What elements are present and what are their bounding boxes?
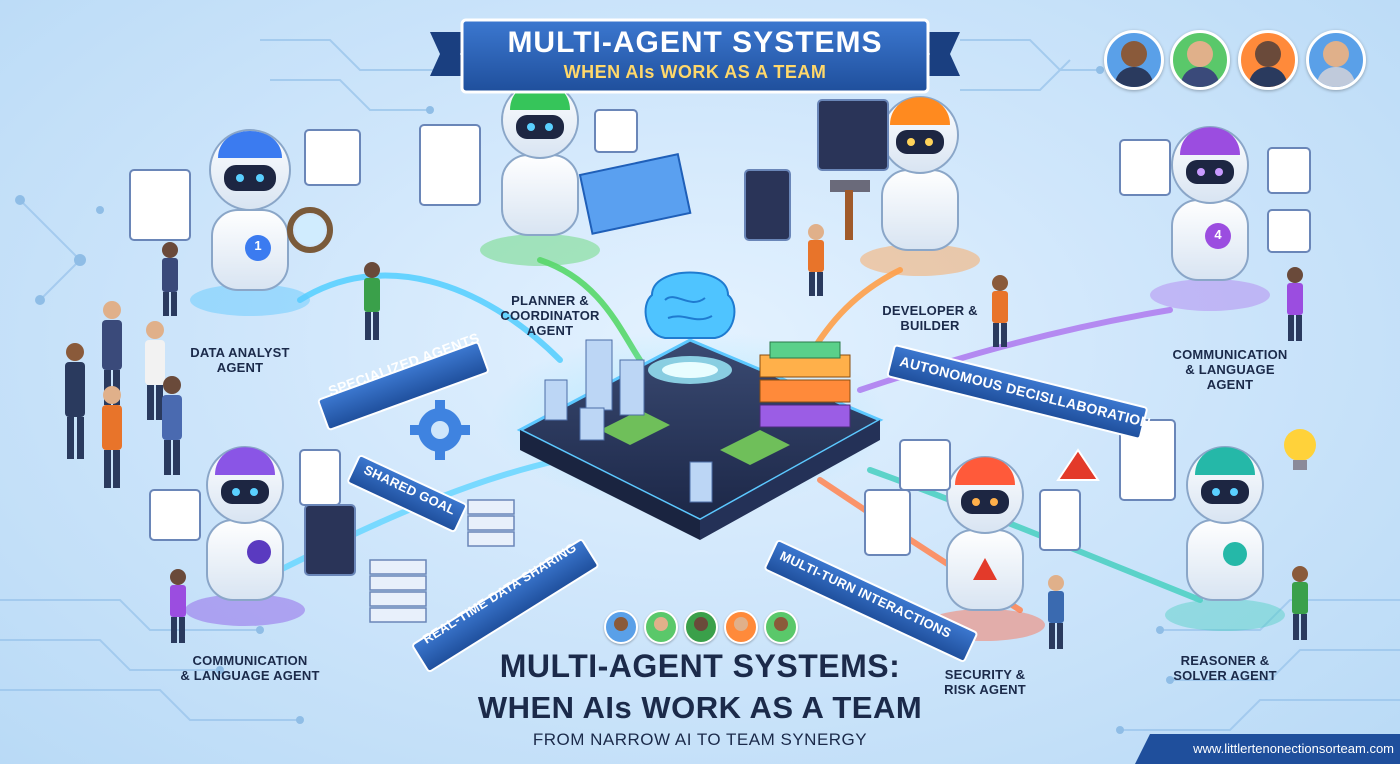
badge-4: 4 xyxy=(1214,227,1222,242)
avatar-4 xyxy=(1306,30,1366,90)
mini-avatar-2 xyxy=(644,610,678,644)
label-line: AGENT xyxy=(216,359,264,375)
label-line: COMMUNICATION xyxy=(192,653,308,668)
label-line: RISK AGENT xyxy=(944,681,1026,697)
url-bar xyxy=(1135,734,1400,764)
footer-title-line2: WHEN AIs WORK AS A TEAM xyxy=(477,690,923,725)
label-planner: PLANNER & COORDINATOR AGENT xyxy=(480,293,620,339)
floating-panels xyxy=(129,99,1311,576)
label-line: DATA ANALYST xyxy=(190,345,290,360)
banner-subtitle: WHEN AIs WORK AS A TEAM xyxy=(563,62,827,82)
label-line: REASONER & xyxy=(1180,653,1270,668)
gear-shared xyxy=(410,400,470,460)
avatar-2 xyxy=(1170,30,1230,90)
circuit-lines xyxy=(0,39,1400,731)
banner-title: MULTI-AGENT SYSTEMS xyxy=(507,26,883,59)
label-line: DEVELOPER & xyxy=(882,303,978,318)
central-platform xyxy=(490,271,890,540)
label-line: COMMUNICATION xyxy=(1172,347,1288,362)
label-line: & LANGUAGE xyxy=(1185,361,1275,377)
servers xyxy=(369,499,515,623)
label-line: COORDINATOR xyxy=(500,307,600,323)
footer-tagline: FROM NARROW AI TO TEAM SYNERGY xyxy=(532,730,868,749)
mini-avatar-4 xyxy=(724,610,758,644)
label-developer: DEVELOPER & BUILDER xyxy=(870,303,990,334)
footer-title-line1: MULTI-AGENT SYSTEMS: xyxy=(499,648,901,684)
label-security: SECURITY & RISK AGENT xyxy=(930,667,1040,698)
label-line: PLANNER & xyxy=(511,293,589,308)
warning-triangle xyxy=(1056,448,1100,481)
circuit-nodes xyxy=(15,66,1174,734)
diagonal-ribbons xyxy=(317,341,1148,673)
badge-1: 1 xyxy=(254,238,262,253)
people xyxy=(65,224,1308,649)
label-communication-right: COMMUNICATION & LANGUAGE AGENT xyxy=(1160,347,1300,393)
footer-url-link[interactable]: www.littlertenonectionsorteam.com xyxy=(1193,741,1394,756)
mini-avatar-5 xyxy=(764,610,798,644)
label-line: SOLVER AGENT xyxy=(1173,667,1277,683)
label-line: AGENT xyxy=(526,322,574,338)
label-communication-left: COMMUNICATION & LANGUAGE AGENT xyxy=(170,653,330,684)
avatar-3 xyxy=(1238,30,1298,90)
label-reasoner: REASONER & SOLVER AGENT xyxy=(1165,653,1285,684)
lightbulb xyxy=(1284,429,1316,470)
label-line: AGENT xyxy=(1206,376,1254,392)
mini-avatar-3 xyxy=(684,610,718,644)
label-line: SECURITY & xyxy=(944,667,1026,682)
top-banner xyxy=(430,18,960,94)
label-line: BUILDER xyxy=(900,317,960,333)
label-line: & LANGUAGE AGENT xyxy=(180,667,320,683)
label-data-analyst: DATA ANALYST AGENT xyxy=(175,345,305,376)
mini-avatar-1 xyxy=(604,610,638,644)
avatar-1 xyxy=(1104,30,1164,90)
